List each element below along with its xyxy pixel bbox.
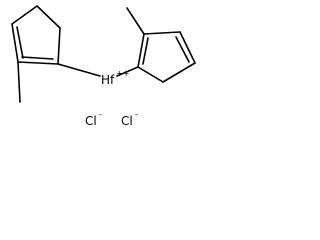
right-ring-bond-bottom — [137, 66, 164, 83]
right-ring-bond-left — [137, 33, 145, 68]
right-ring-bond-upper-right-double — [175, 36, 190, 63]
left-cyclopentadienyl-ring — [11, 5, 101, 103]
chloride-charge-2: - — [135, 110, 138, 119]
right-cyclopentadienyl-ring — [116, 7, 196, 83]
right-ring-bond-upper-right — [179, 31, 196, 64]
hafnium-charge: ++ — [116, 69, 129, 78]
left-ring-bond-bottom-double — [21, 56, 54, 60]
left-ring-to-hafnium-bond — [57, 63, 101, 77]
left-ring-bond-lower-right — [57, 27, 61, 65]
chloride-label-2: Cl — [121, 114, 133, 128]
left-ring-bond-left-double — [16, 26, 24, 59]
left-ring-bond-top — [11, 5, 38, 25]
right-ring-bond-top — [143, 31, 181, 35]
hafnium-label: Hf — [101, 73, 115, 87]
chloride-charge-1: - — [99, 110, 102, 119]
chloride-label-1: Cl — [85, 114, 97, 128]
right-ring-bond-lower-right — [162, 62, 196, 83]
left-ring-bond-bottom — [17, 61, 59, 65]
right-methyl-bond — [126, 7, 145, 35]
right-ring-bond-left-double — [142, 37, 149, 65]
left-ring-bond-upper-right — [36, 5, 61, 29]
right-ring-to-hafnium-bond — [116, 66, 139, 77]
left-ring-bond-left — [11, 23, 19, 63]
left-methyl-bond — [17, 61, 21, 103]
molecule-structure: Hf ++ Cl - Cl - — [11, 5, 196, 128]
